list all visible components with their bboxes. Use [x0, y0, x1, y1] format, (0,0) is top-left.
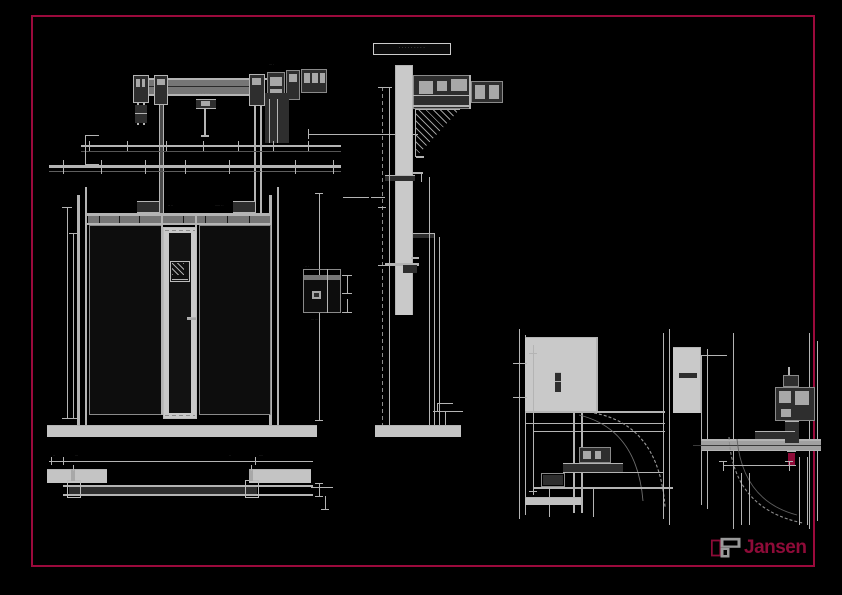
- window-frame-profile-icon: [711, 537, 741, 558]
- annotation-dim-a: ··: [53, 453, 56, 457]
- annotation-micro-2: ··· ·: [269, 62, 275, 66]
- annotation-micro-5: ·· ·: [305, 264, 310, 268]
- drawing-canvas: ·· ·· ···· ··· ·: [33, 17, 821, 565]
- annotation-micro-4: ····· ··: [215, 203, 224, 207]
- jansen-logo: Jansen: [711, 535, 807, 561]
- door-swing-arc-detail-b: [728, 436, 804, 524]
- door-swing-arc-detail-a: [578, 412, 666, 508]
- drawing-sheet-frame: ·· ·· ···· ··· ·: [31, 15, 821, 567]
- annotation-dim-d: ····: [259, 453, 264, 457]
- section-title-block: · · · · · · · · ·: [373, 43, 451, 55]
- accent-marker-detail-b: [788, 453, 795, 465]
- annotation-dim-b: ···: [75, 453, 79, 457]
- annotation-micro-6: ··· ··· ·: [311, 317, 321, 321]
- jansen-wordmark: Jansen: [744, 537, 807, 558]
- annotation-micro-3: ·· ··: [168, 203, 174, 207]
- annotation-dim-c: ··: [229, 453, 232, 457]
- annotation-micro-1: ·· ·· ····: [199, 91, 210, 95]
